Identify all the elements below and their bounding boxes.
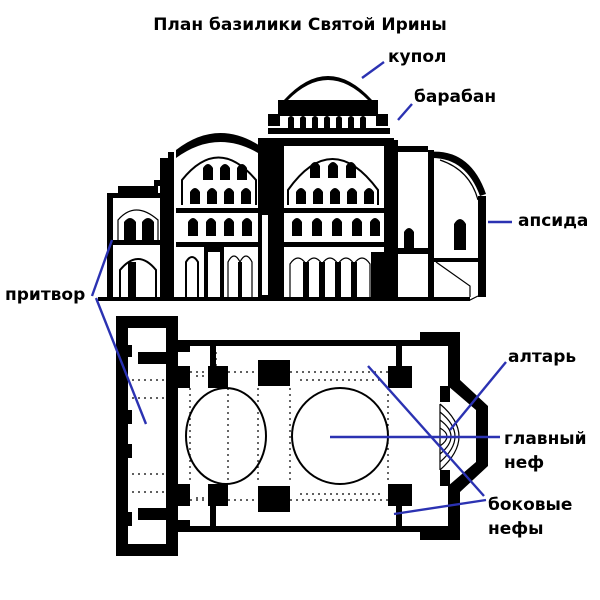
leader-drum <box>397 103 413 121</box>
label-side-naves-line2: нефы <box>488 519 544 539</box>
leader-lines <box>90 61 512 516</box>
leader-narthex-lower <box>94 297 148 425</box>
label-main-nave-line2: неф <box>504 453 544 473</box>
leader-dome <box>361 61 385 79</box>
leader-altar <box>449 361 507 431</box>
label-narthex: притвор <box>5 285 85 305</box>
diagram-title: План базилики Святой Ирины <box>153 15 447 35</box>
plan-drawing <box>116 316 488 556</box>
label-main-nave-line1: главный <box>504 429 587 449</box>
label-altar: алтарь <box>508 347 576 367</box>
leader-side-nave-south <box>393 498 487 516</box>
label-dome: купол <box>388 47 447 67</box>
labels: купол барабан апсида притвор алтарь глав… <box>5 47 588 539</box>
label-side-naves-line1: боковые <box>488 495 572 515</box>
leader-narthex-upper <box>90 239 114 297</box>
leader-side-nave-north <box>367 365 485 497</box>
section-drawing <box>98 76 486 301</box>
label-drum: барабан <box>414 87 496 107</box>
label-apse: апсида <box>518 211 588 231</box>
